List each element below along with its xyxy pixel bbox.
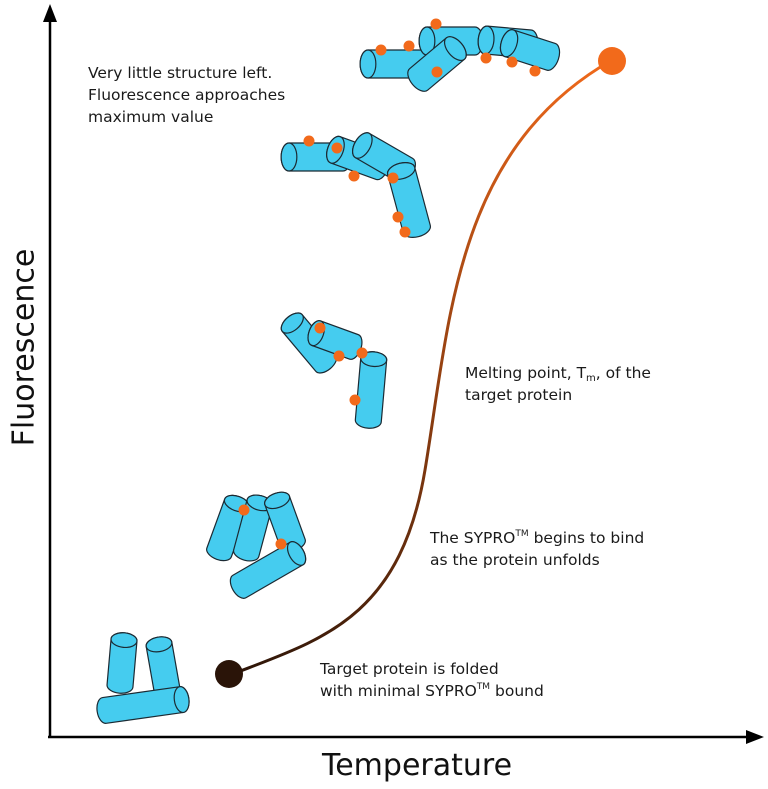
protein-unfolded (359, 18, 561, 92)
melting-text-post: , of the (595, 364, 651, 382)
x-axis-label: Temperature (322, 748, 513, 783)
annotation-unfolded-line2: Fluorescence approaches (88, 86, 286, 104)
curve-start-point (215, 660, 243, 688)
binding-text-post: begins to bind (528, 529, 645, 547)
annotation-unfolded-line3: maximum value (88, 108, 214, 126)
sypro-dye-dot (331, 142, 343, 154)
helix-cylinder (229, 541, 307, 599)
sypro-dye-dot (392, 211, 404, 223)
sypro-dye-dot (333, 350, 345, 362)
helix-cylinder (354, 351, 388, 429)
helix-cylinder (407, 36, 467, 92)
sypro-dye-dot (275, 538, 287, 550)
protein-partially-unfolded (206, 491, 307, 599)
sypro-dye-dot (506, 56, 518, 68)
y-axis (43, 4, 57, 738)
binding-text-line2: as the protein unfolds (430, 551, 600, 569)
sypro-dye-dot (431, 66, 443, 78)
sypro-dye-dot (349, 394, 361, 406)
protein-mostly-unfolded (280, 132, 432, 238)
protein-folded (96, 632, 190, 724)
sypro-dye-dot (529, 65, 541, 77)
sypro-dye-dot (480, 52, 492, 64)
helix-cylinder (386, 162, 432, 238)
melting-text-line2: target protein (465, 386, 573, 404)
sypro-dye-dot (303, 135, 315, 147)
curve-end-point (598, 47, 626, 75)
sypro-dye-dot (238, 504, 250, 516)
sypro-dye-dot (403, 40, 415, 52)
sypro-dye-dot (430, 18, 442, 30)
melting-text-pre: Melting point, T (465, 364, 587, 382)
protein-melting (280, 312, 388, 429)
annotation-folded: Target protein is folded with minimal SY… (320, 658, 544, 702)
helix-cylinder (264, 491, 306, 553)
folded-text-post: bound (490, 682, 544, 700)
sypro-dye-dot (375, 44, 387, 56)
y-axis-label: Fluorescence (6, 248, 42, 447)
melt-curve (229, 58, 613, 677)
folded-text-line1: Target protein is folded (320, 660, 499, 678)
sypro-dye-dot (314, 322, 326, 334)
sypro-dye-dot (399, 226, 411, 238)
helix-cylinder (106, 632, 138, 694)
annotation-melting-point: Melting point, Tm, of the target protein (465, 362, 651, 406)
helix-cylinder (499, 29, 561, 71)
annotation-binding: The SYPROTM begins to bind as the protei… (430, 527, 644, 571)
x-axis (48, 730, 764, 744)
sypro-dye-dot (348, 170, 360, 182)
melting-subscript: m (586, 373, 596, 384)
annotation-unfolded: Very little structure left. Fluorescence… (88, 62, 285, 128)
binding-superscript: TM (515, 529, 529, 539)
folded-superscript: TM (476, 682, 491, 692)
annotation-unfolded-line1: Very little structure left. (88, 64, 273, 82)
folded-text-pre: with minimal SYPRO (320, 682, 477, 700)
sypro-dye-dot (356, 347, 368, 359)
helix-cylinder (96, 686, 190, 724)
sypro-dye-dot (387, 172, 399, 184)
binding-text-pre: The SYPRO (430, 529, 516, 547)
